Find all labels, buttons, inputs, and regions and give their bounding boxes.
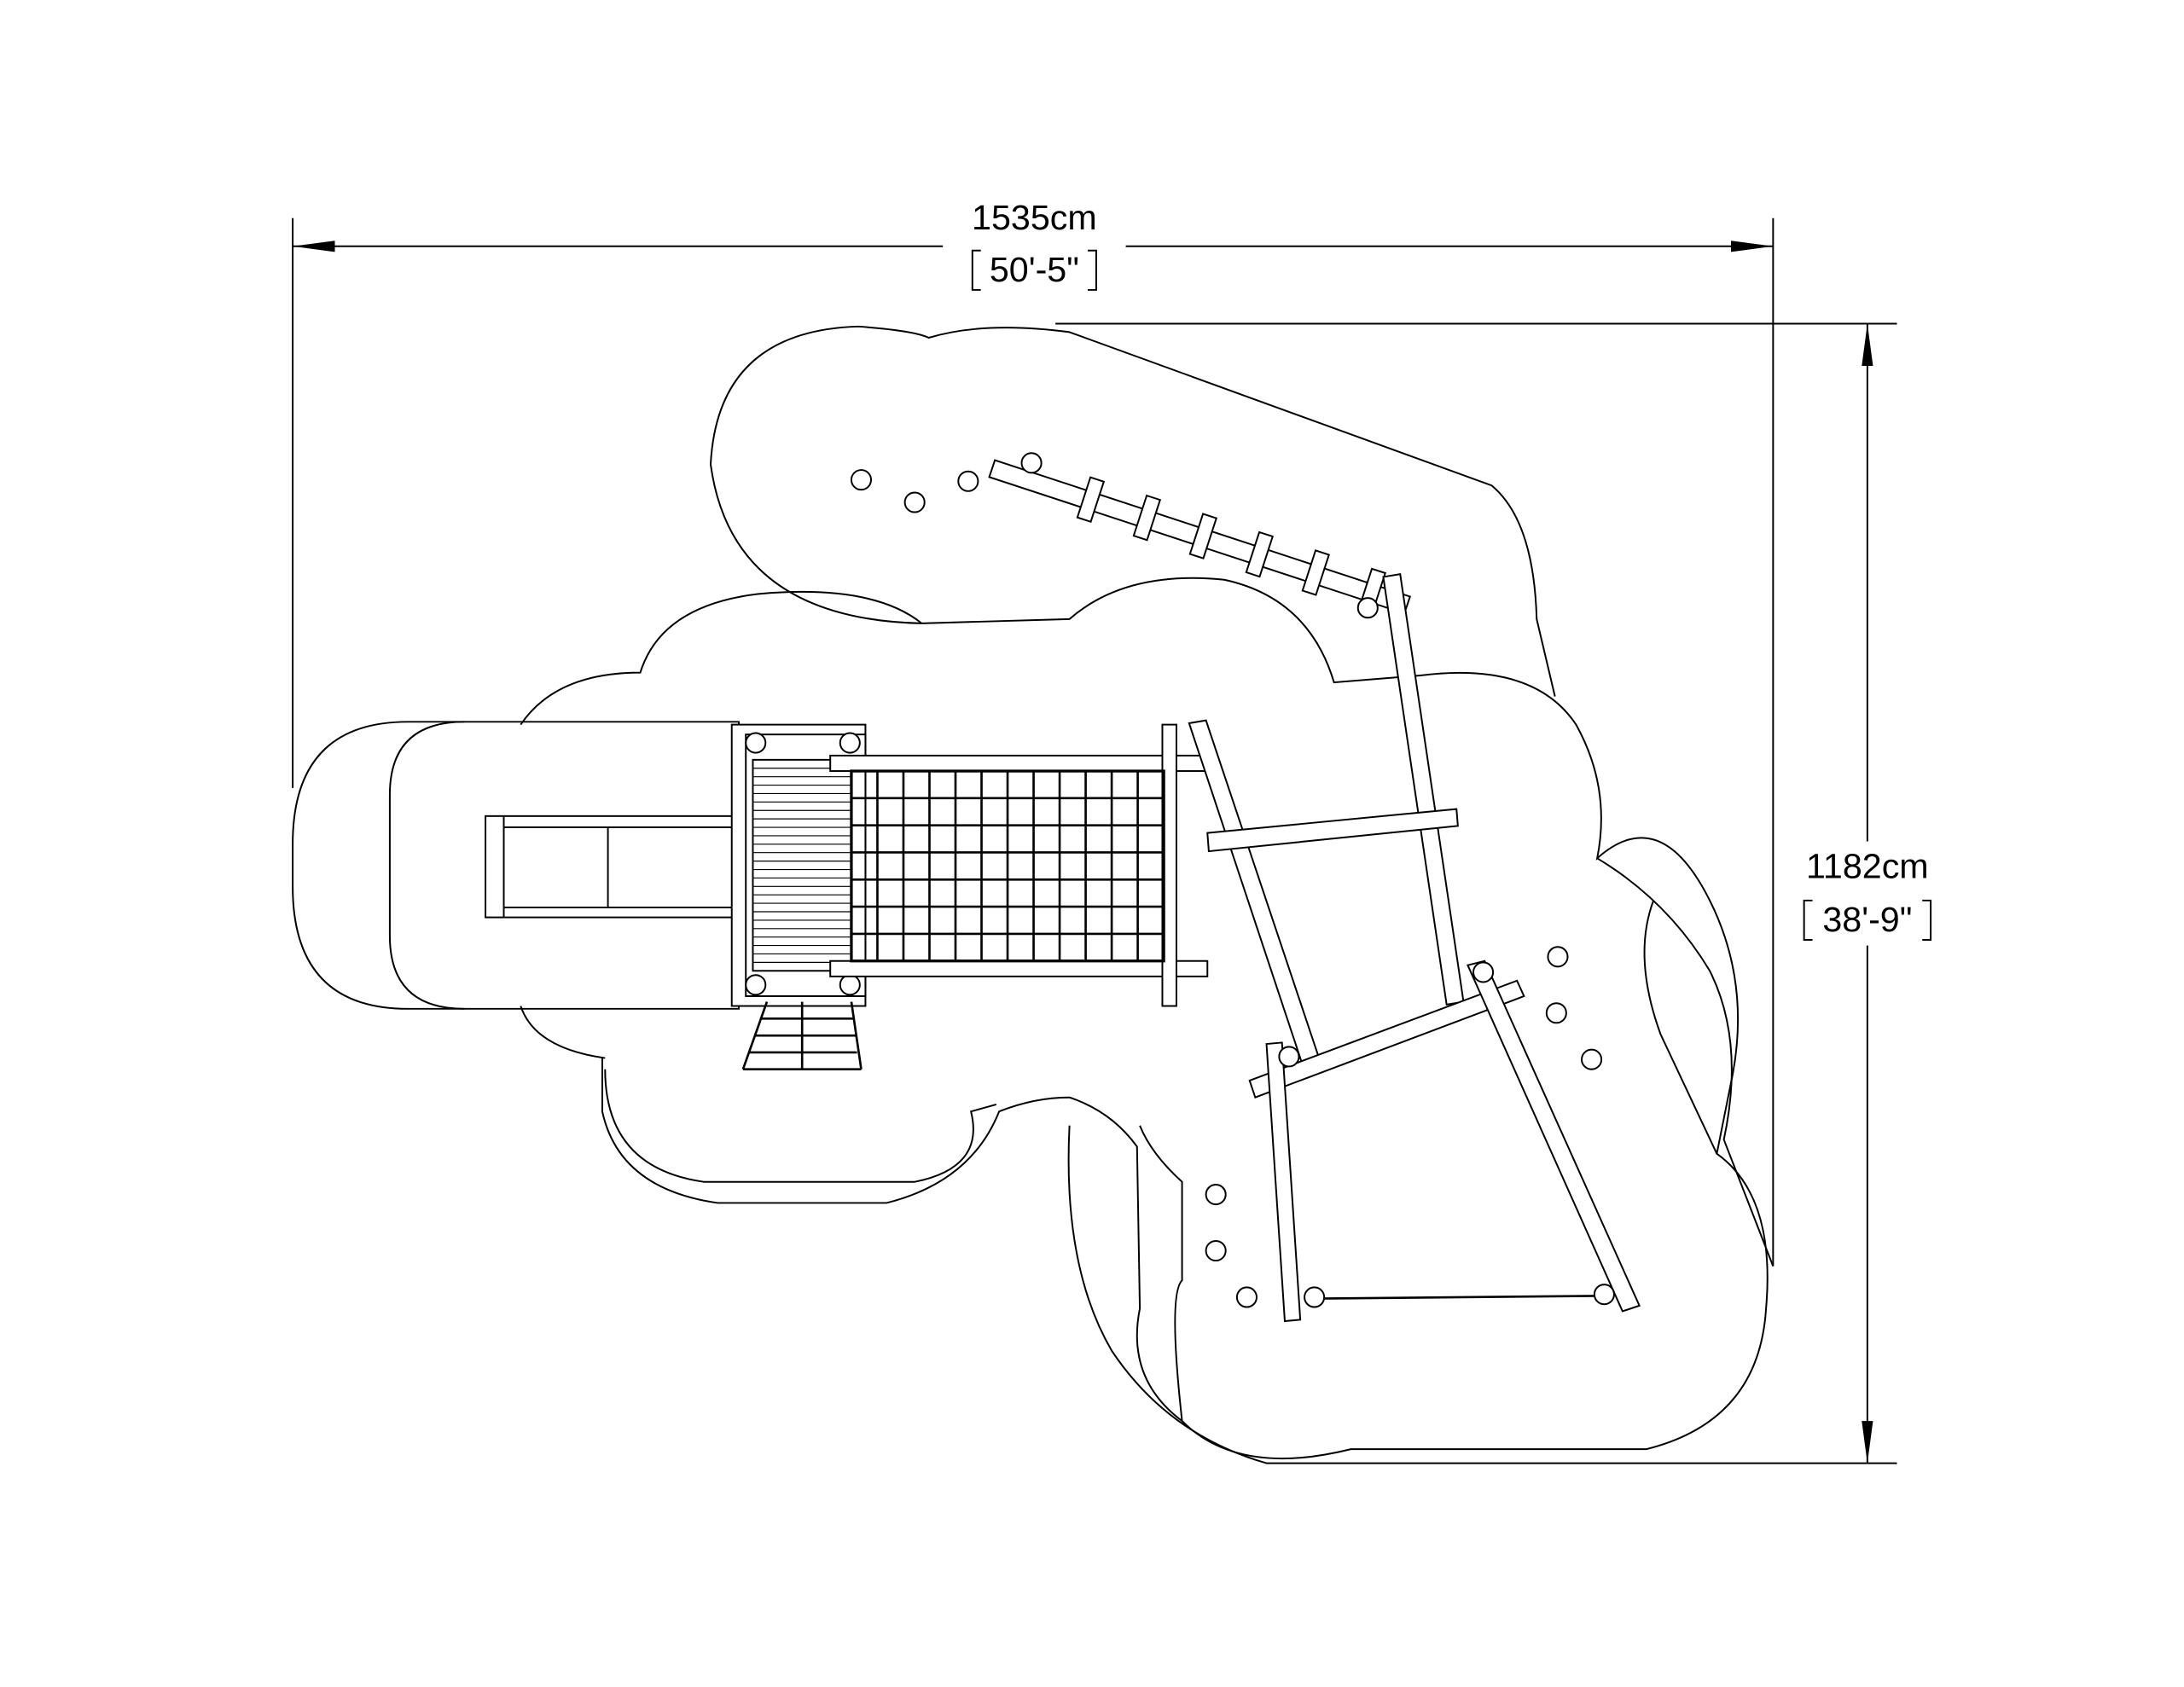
stepping-stone bbox=[1304, 1286, 1326, 1308]
monkey-bar-rung bbox=[1245, 530, 1275, 578]
slide bbox=[485, 815, 740, 919]
width-dimension: 1535cm 50'-5" bbox=[292, 198, 1774, 1267]
overhead-structure bbox=[988, 459, 1641, 1323]
climbing-net bbox=[829, 723, 1209, 1007]
stepping-stone bbox=[1356, 597, 1379, 619]
stepping-stone bbox=[850, 469, 873, 491]
height-dimension: 1182cm 38'-9" bbox=[1055, 322, 1932, 1464]
monkey-bar-rung bbox=[1132, 494, 1162, 542]
stepping-stone bbox=[1020, 452, 1043, 474]
monkey-bar-rung bbox=[1188, 513, 1218, 559]
height-metric-label: 1182cm bbox=[1806, 846, 1929, 885]
ladder bbox=[741, 1001, 863, 1071]
stepping-stone bbox=[1581, 1048, 1603, 1070]
stepping-stone bbox=[1547, 946, 1569, 968]
stepping-stone bbox=[903, 491, 926, 513]
width-imperial-label: 50'-5" bbox=[990, 250, 1079, 289]
height-imperial-label: 38'-9" bbox=[1822, 900, 1912, 939]
stepping-stone bbox=[1545, 1002, 1567, 1024]
stepping-stone bbox=[1593, 1284, 1615, 1306]
stepping-stone bbox=[1472, 961, 1495, 983]
stepping-stone bbox=[1235, 1286, 1258, 1308]
monkey-bar-rung bbox=[1301, 549, 1331, 596]
swing-chain bbox=[1318, 1294, 1609, 1300]
safety-zone-outline bbox=[292, 325, 1774, 1464]
stepping-stones bbox=[850, 452, 1615, 1308]
stepping-stone bbox=[1205, 1184, 1227, 1206]
stepping-stone bbox=[1278, 1046, 1300, 1068]
stepping-stone bbox=[1205, 1239, 1227, 1262]
stepping-stone bbox=[957, 470, 979, 492]
width-metric-label: 1535cm bbox=[972, 198, 1097, 237]
monkey-bar-rung bbox=[1076, 476, 1106, 524]
